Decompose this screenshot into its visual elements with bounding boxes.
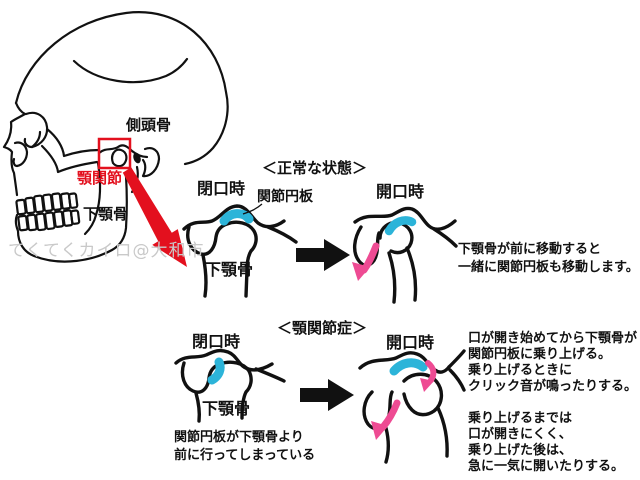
disorder-open-caption-1: 口が開き始めてから下顎骨が 関節円板に乗り上げる。 乗り上げるときに クリック音… — [468, 331, 638, 394]
normal-mandible-label: 下顎骨 — [205, 260, 254, 279]
normal-open-label: 開口時 — [376, 182, 425, 201]
arrow-right-icon — [300, 379, 354, 411]
watermark: てくてくカイロ@大和市 — [8, 241, 205, 261]
temporal-bone-label: 側頭骨 — [126, 116, 172, 134]
normal-state-title: ＜正常な状態＞ — [262, 159, 368, 177]
disorder-open-label: 開口時 — [386, 333, 435, 352]
skull-mandible-label: 下顎骨 — [83, 205, 129, 223]
disorder-open-caption-2: 乗り上げるまでは 口が開きにくく、 乗り上げた後は、 急に一気に開いたりする。 — [468, 411, 625, 474]
red-zoom-arrow — [122, 167, 187, 267]
disorder-open-joint-drawing — [358, 349, 466, 464]
normal-closed-label: 閉口時 — [197, 179, 246, 198]
articular-disc-normal-open — [384, 216, 417, 236]
lower-teeth — [17, 209, 81, 232]
pink-motion-arrow-disorder — [371, 399, 401, 440]
upper-teeth — [15, 192, 79, 216]
normal-open-joint-drawing — [353, 206, 458, 304]
articular-disc-disorder-closed — [207, 357, 225, 385]
tmj-highlight-box — [97, 137, 132, 170]
pink-click-arrow-small — [420, 360, 437, 392]
articular-disc-disorder-open — [389, 358, 428, 376]
tmj-label: 顎関節 — [77, 169, 123, 187]
disorder-closed-label: 閉口時 — [192, 332, 241, 351]
disc-label-leader-line — [242, 203, 263, 215]
disorder-closed-caption: 関節円板が下顎骨より 前に行ってしまっている — [174, 430, 316, 463]
disorder-title: ＜顎関節症＞ — [277, 319, 368, 337]
disorder-mandible-label: 下顎骨 — [202, 399, 251, 418]
normal-caption: 下顎骨が前に移動すると 一緒に関節円板も移動します。 — [458, 242, 639, 275]
ear-canal — [133, 152, 141, 164]
articular-disc-label: 関節円板 — [257, 189, 313, 205]
arrow-right-icon — [296, 239, 350, 271]
pink-motion-arrow-normal — [352, 242, 380, 281]
articular-disc-normal-closed — [219, 209, 254, 226]
